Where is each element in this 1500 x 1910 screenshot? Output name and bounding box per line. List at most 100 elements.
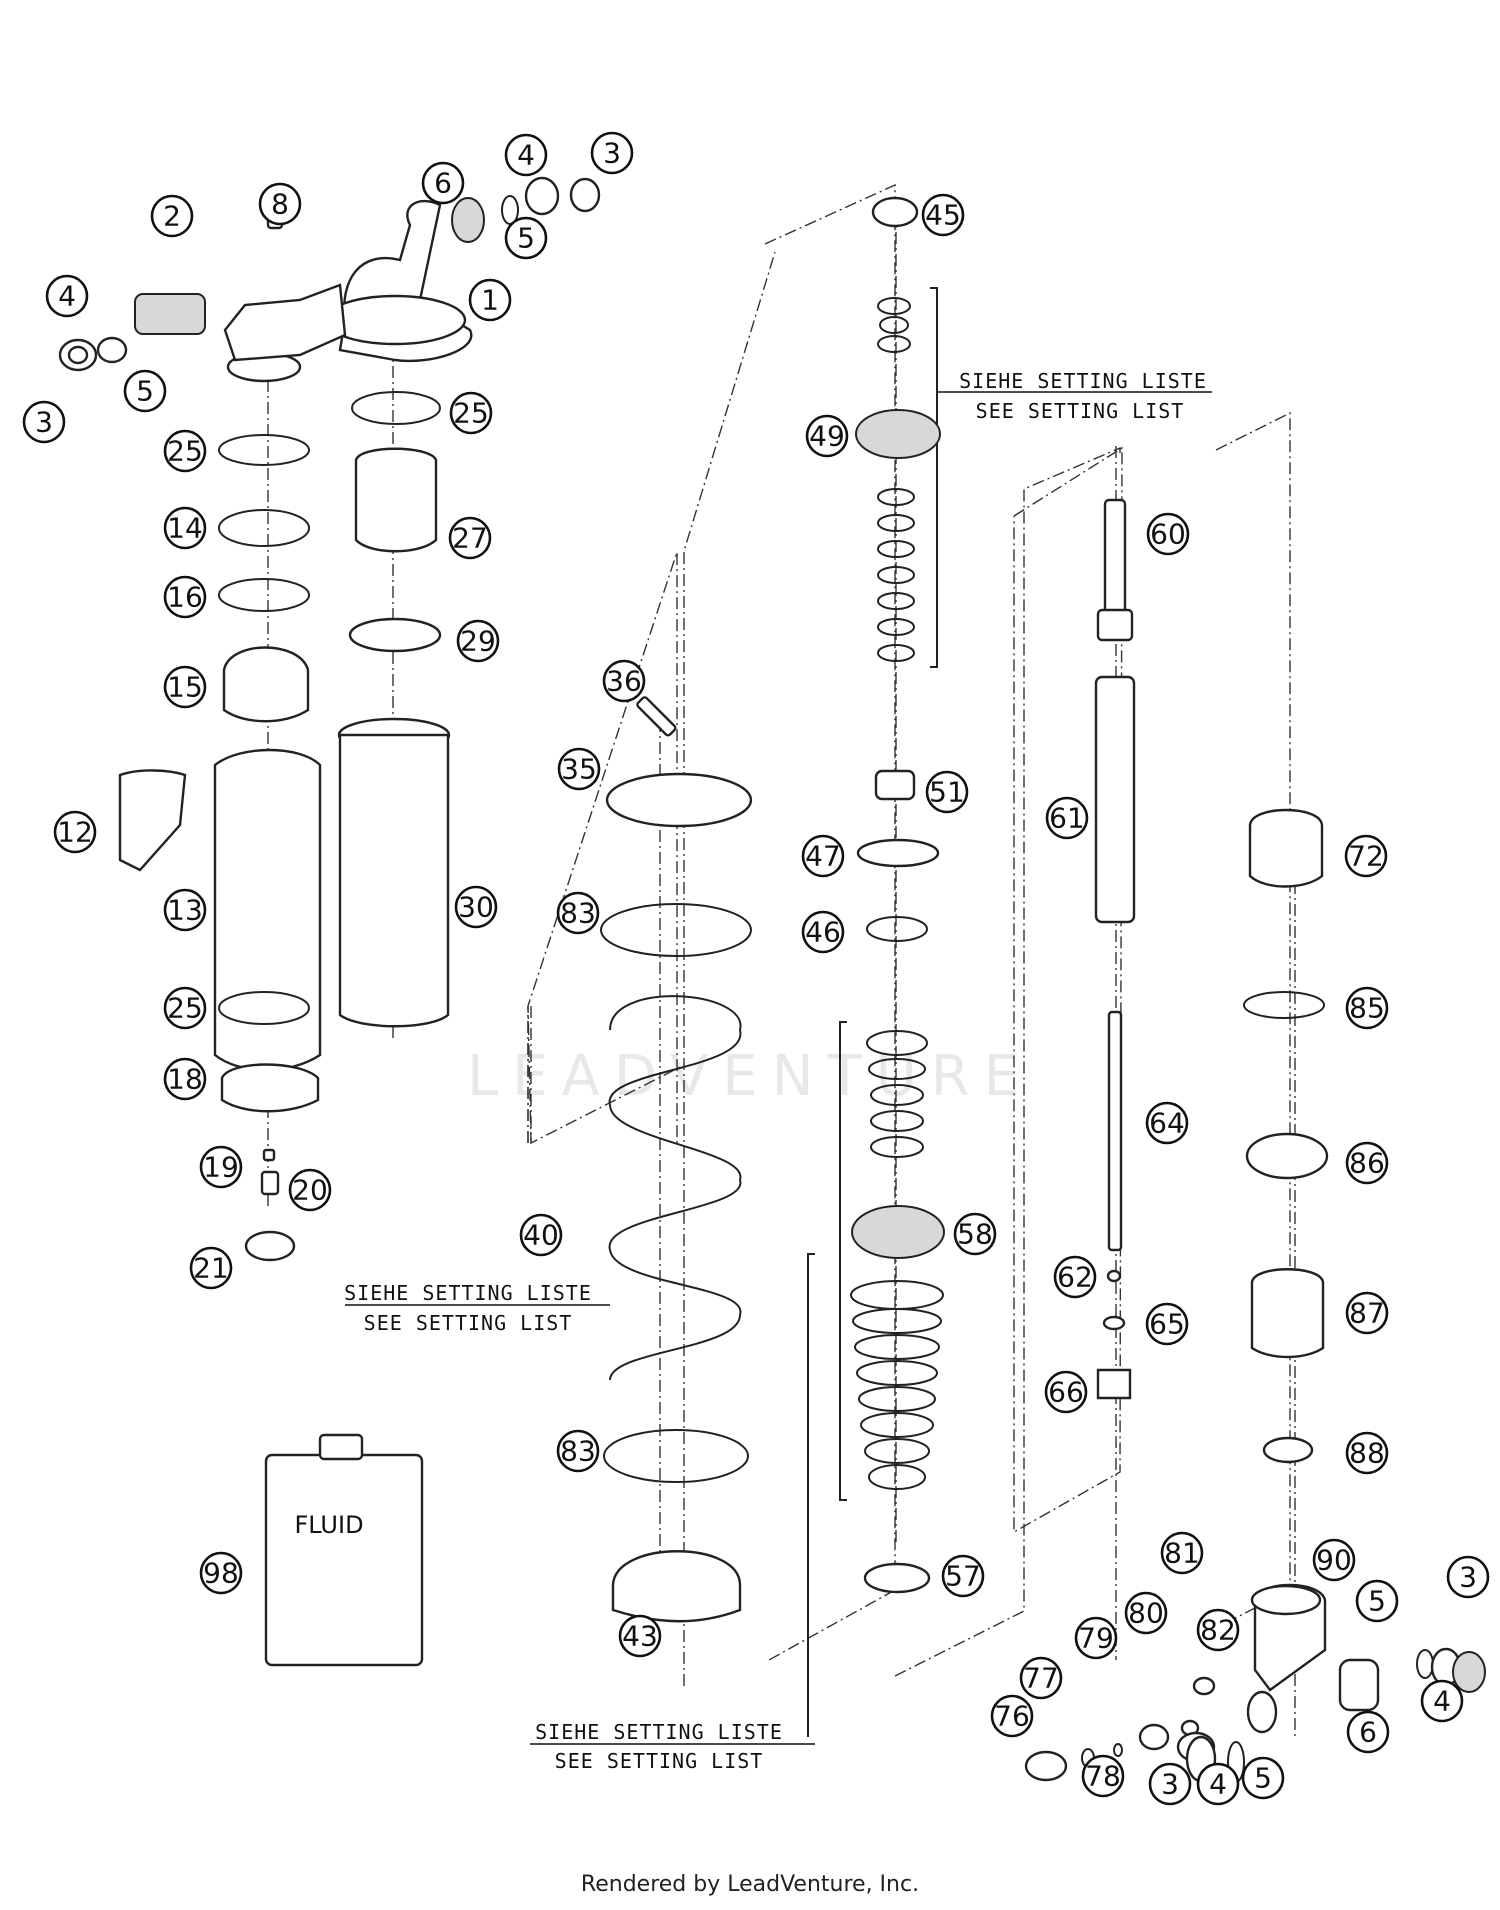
callout-14: 14 <box>163 506 207 550</box>
svg-text:29: 29 <box>460 625 496 658</box>
svg-text:58: 58 <box>957 1218 993 1251</box>
callout-62: 62 <box>1053 1255 1097 1299</box>
svg-text:90: 90 <box>1316 1544 1352 1577</box>
callout-8: 8 <box>258 182 302 226</box>
svg-text:13: 13 <box>167 894 203 927</box>
svg-text:3: 3 <box>1161 1768 1179 1801</box>
part-callouts: 1 2 3 4 5 6 8 4 3 5 25 14 16 15 12 13 25… <box>22 131 1490 1806</box>
svg-text:83: 83 <box>560 897 596 930</box>
svg-text:87: 87 <box>1349 1297 1385 1330</box>
callout-57: 57 <box>941 1554 985 1598</box>
svg-text:47: 47 <box>805 840 841 873</box>
svg-text:21: 21 <box>193 1252 229 1285</box>
svg-text:19: 19 <box>203 1151 239 1184</box>
setting-note-bottom: SIEHE SETTING LISTE SEE SETTING LIST <box>530 1720 815 1773</box>
svg-text:4: 4 <box>517 139 535 172</box>
svg-text:5: 5 <box>136 375 154 408</box>
callout-78: 78 <box>1081 1754 1125 1798</box>
svg-text:4: 4 <box>58 280 76 313</box>
svg-text:1: 1 <box>481 284 499 317</box>
svg-text:49: 49 <box>809 420 845 453</box>
callout-5c: 5 <box>1241 1756 1285 1800</box>
callout-58: 58 <box>953 1212 997 1256</box>
fluid-canister: FLUID <box>264 1433 424 1667</box>
svg-text:65: 65 <box>1149 1308 1185 1341</box>
callout-18: 18 <box>163 1057 207 1101</box>
callout-79: 79 <box>1074 1616 1118 1660</box>
piston-rod-parts <box>1094 498 1136 1400</box>
svg-text:16: 16 <box>167 581 203 614</box>
svg-text:60: 60 <box>1150 518 1186 551</box>
svg-text:14: 14 <box>167 512 203 545</box>
svg-text:3: 3 <box>35 406 53 439</box>
callout-45: 45 <box>921 193 965 237</box>
svg-text:25: 25 <box>453 397 489 430</box>
callout-1: 1 <box>468 278 512 322</box>
callout-88: 88 <box>1345 1431 1389 1475</box>
callout-15: 15 <box>163 665 207 709</box>
callout-4b: 4 <box>45 274 89 318</box>
callout-83a: 83 <box>556 891 600 935</box>
svg-text:SIEHE SETTING LISTE: SIEHE SETTING LISTE <box>535 1720 783 1744</box>
callout-19: 19 <box>199 1145 243 1189</box>
callout-98: 98 <box>199 1551 243 1595</box>
callout-4d: 4 <box>1420 1679 1464 1723</box>
svg-text:72: 72 <box>1348 840 1384 873</box>
svg-text:5: 5 <box>1254 1762 1272 1795</box>
callout-3c: 3 <box>1148 1762 1192 1806</box>
svg-text:76: 76 <box>994 1700 1030 1733</box>
shock-body-parts <box>58 176 601 1262</box>
svg-text:SEE SETTING LIST: SEE SETTING LIST <box>555 1749 764 1773</box>
svg-text:82: 82 <box>1200 1614 1236 1647</box>
svg-text:62: 62 <box>1057 1261 1093 1294</box>
svg-text:6: 6 <box>434 167 452 200</box>
svg-text:43: 43 <box>622 1620 658 1653</box>
svg-text:3: 3 <box>1459 1561 1477 1594</box>
svg-text:15: 15 <box>167 671 203 704</box>
bracket-lines <box>807 287 938 1737</box>
svg-text:57: 57 <box>945 1560 981 1593</box>
svg-text:27: 27 <box>452 522 488 555</box>
callout-72: 72 <box>1344 834 1388 878</box>
svg-text:45: 45 <box>925 199 961 232</box>
callout-35: 35 <box>557 747 601 791</box>
callout-5b: 5 <box>123 369 167 413</box>
watermark: LEADVENTURE <box>467 1044 1033 1109</box>
fluid-label: FLUID <box>294 1511 363 1539</box>
callout-47: 47 <box>801 834 845 878</box>
svg-text:36: 36 <box>606 665 642 698</box>
callout-61: 61 <box>1045 796 1089 840</box>
svg-text:6: 6 <box>1359 1716 1377 1749</box>
svg-text:3: 3 <box>603 137 621 170</box>
svg-text:79: 79 <box>1078 1622 1114 1655</box>
svg-text:61: 61 <box>1049 802 1085 835</box>
svg-text:46: 46 <box>805 916 841 949</box>
svg-text:86: 86 <box>1349 1147 1385 1180</box>
svg-text:SIEHE SETTING LISTE: SIEHE SETTING LISTE <box>344 1281 592 1305</box>
callout-36: 36 <box>602 659 646 703</box>
svg-text:5: 5 <box>517 222 535 255</box>
callout-2: 2 <box>150 194 194 238</box>
svg-text:85: 85 <box>1349 992 1385 1025</box>
callout-86: 86 <box>1345 1141 1389 1185</box>
callout-82: 82 <box>1196 1608 1240 1652</box>
callout-64: 64 <box>1145 1101 1189 1145</box>
callout-90: 90 <box>1312 1538 1356 1582</box>
svg-text:SEE SETTING LIST: SEE SETTING LIST <box>364 1311 573 1335</box>
svg-text:20: 20 <box>292 1174 328 1207</box>
callout-13: 13 <box>163 888 207 932</box>
callout-60: 60 <box>1146 512 1190 556</box>
callout-49: 49 <box>805 414 849 458</box>
callout-12: 12 <box>53 810 97 854</box>
svg-text:25: 25 <box>167 435 203 468</box>
callout-30: 30 <box>454 885 498 929</box>
callout-51: 51 <box>925 770 969 814</box>
footer-credit: Rendered by LeadVenture, Inc. <box>580 1872 920 1897</box>
svg-text:SEE SETTING LIST: SEE SETTING LIST <box>976 399 1185 423</box>
callout-20: 20 <box>288 1168 332 1212</box>
svg-text:98: 98 <box>203 1557 239 1590</box>
svg-text:4: 4 <box>1433 1685 1451 1718</box>
svg-text:5: 5 <box>1368 1585 1386 1618</box>
callout-25a: 25 <box>163 429 207 473</box>
svg-text:81: 81 <box>1164 1537 1200 1570</box>
